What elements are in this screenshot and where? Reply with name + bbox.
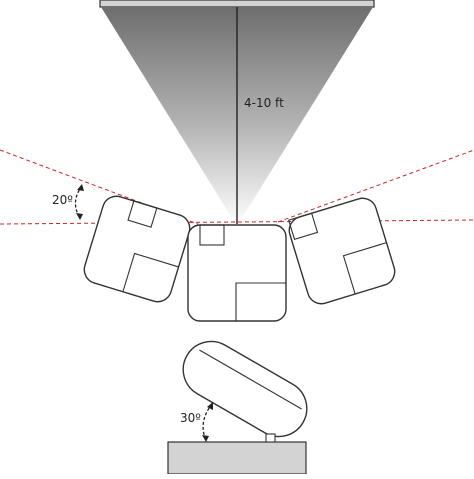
tilt-angle-arrowhead-top [77, 184, 84, 191]
target-surface [99, 0, 375, 8]
center-device-sensor [199, 224, 225, 246]
base-angle-arrowhead-bottom [202, 435, 209, 442]
tilt-angle-arrowhead-bottom [76, 213, 83, 220]
bottom-device [182, 340, 308, 438]
tilt-angle-label: 20º [52, 193, 73, 207]
right-device-panel [342, 242, 387, 295]
right-device-sensor [287, 212, 319, 241]
bottom-device-panel [199, 349, 302, 410]
center-device [187, 224, 287, 322]
distance-label: 4-10 ft [244, 96, 284, 110]
left-device-panel [122, 252, 179, 292]
base-angle-arrowhead-top [207, 402, 213, 410]
right-device [287, 197, 396, 305]
center-device-panel [235, 282, 286, 321]
base-surface [167, 441, 307, 475]
device-foot [265, 433, 276, 443]
left-device-sensor [127, 200, 158, 228]
horizontal-guide-line [0, 219, 474, 225]
left-device [83, 195, 191, 303]
base-angle-label: 30º [180, 411, 201, 425]
base-angle-arrow [202, 403, 213, 441]
